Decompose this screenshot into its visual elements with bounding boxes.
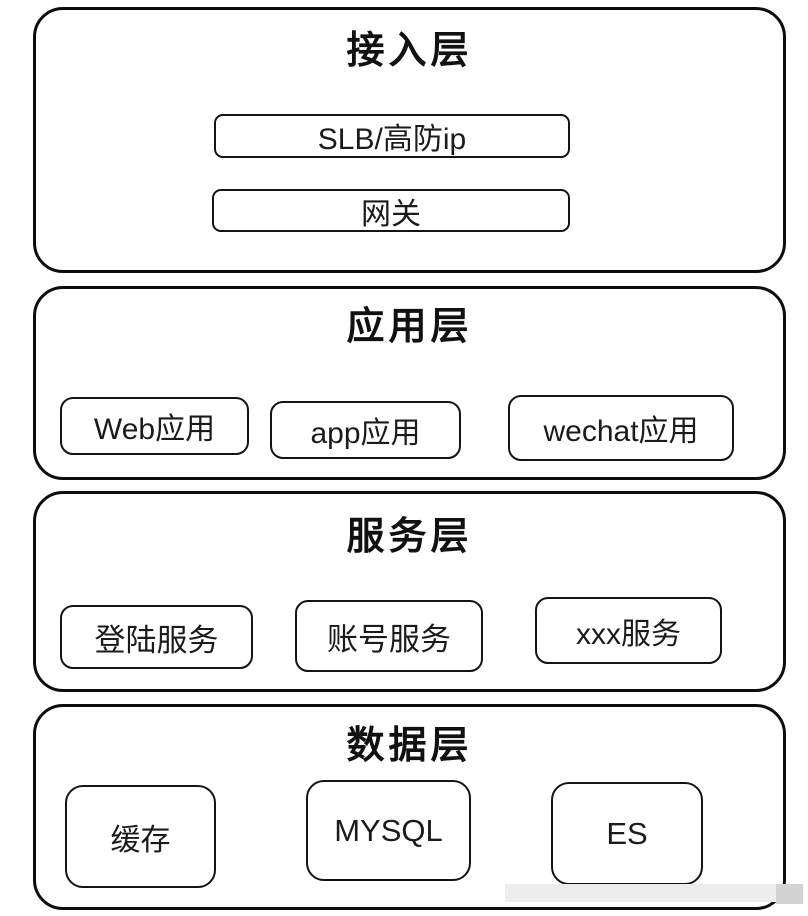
node-login-service: 登陆服务 [60,605,253,669]
node-mobile-app-label: app应用 [310,417,421,450]
node-xxx-service: xxx服务 [535,597,722,664]
layer-application-title: 应用层 [346,306,473,348]
node-login-service-label: 登陆服务 [94,622,219,658]
layer-application: 应用层 Web应用 app应用 wechat应用 [33,286,786,480]
watermark-blur-square [776,884,803,904]
node-account-service: 账号服务 [295,600,483,672]
node-es: ES [551,782,703,885]
node-mysql-label: MYSQL [334,812,443,848]
layer-access: 接入层 SLB/高防ip 网关 [33,7,786,273]
node-gateway: 网关 [212,189,570,232]
node-wechat-app-label: wechat应用 [543,415,699,448]
node-web-app: Web应用 [60,397,249,455]
node-slb-label: SLB/高防ip [317,123,467,156]
layer-service-title: 服务层 [346,516,473,558]
layer-data-title: 数据层 [346,725,473,767]
layer-access-title: 接入层 [346,30,473,72]
layer-data: 数据层 缓存 MYSQL ES [33,704,786,910]
layer-service: 服务层 登陆服务 账号服务 xxx服务 [33,491,786,692]
node-slb-high-defense-ip: SLB/高防ip [214,114,570,158]
node-mobile-app: app应用 [270,401,461,459]
node-cache-label: 缓存 [110,823,171,857]
node-mysql: MYSQL [306,780,471,881]
node-cache: 缓存 [65,785,216,888]
node-es-label: ES [606,815,648,851]
node-wechat-app: wechat应用 [508,395,734,461]
node-gateway-label: 网关 [361,197,421,231]
node-web-app-label: Web应用 [93,413,216,446]
node-account-service-label: 账号服务 [327,621,451,657]
node-xxx-service-label: xxx服务 [576,617,681,651]
watermark-blur-strip [505,884,803,902]
